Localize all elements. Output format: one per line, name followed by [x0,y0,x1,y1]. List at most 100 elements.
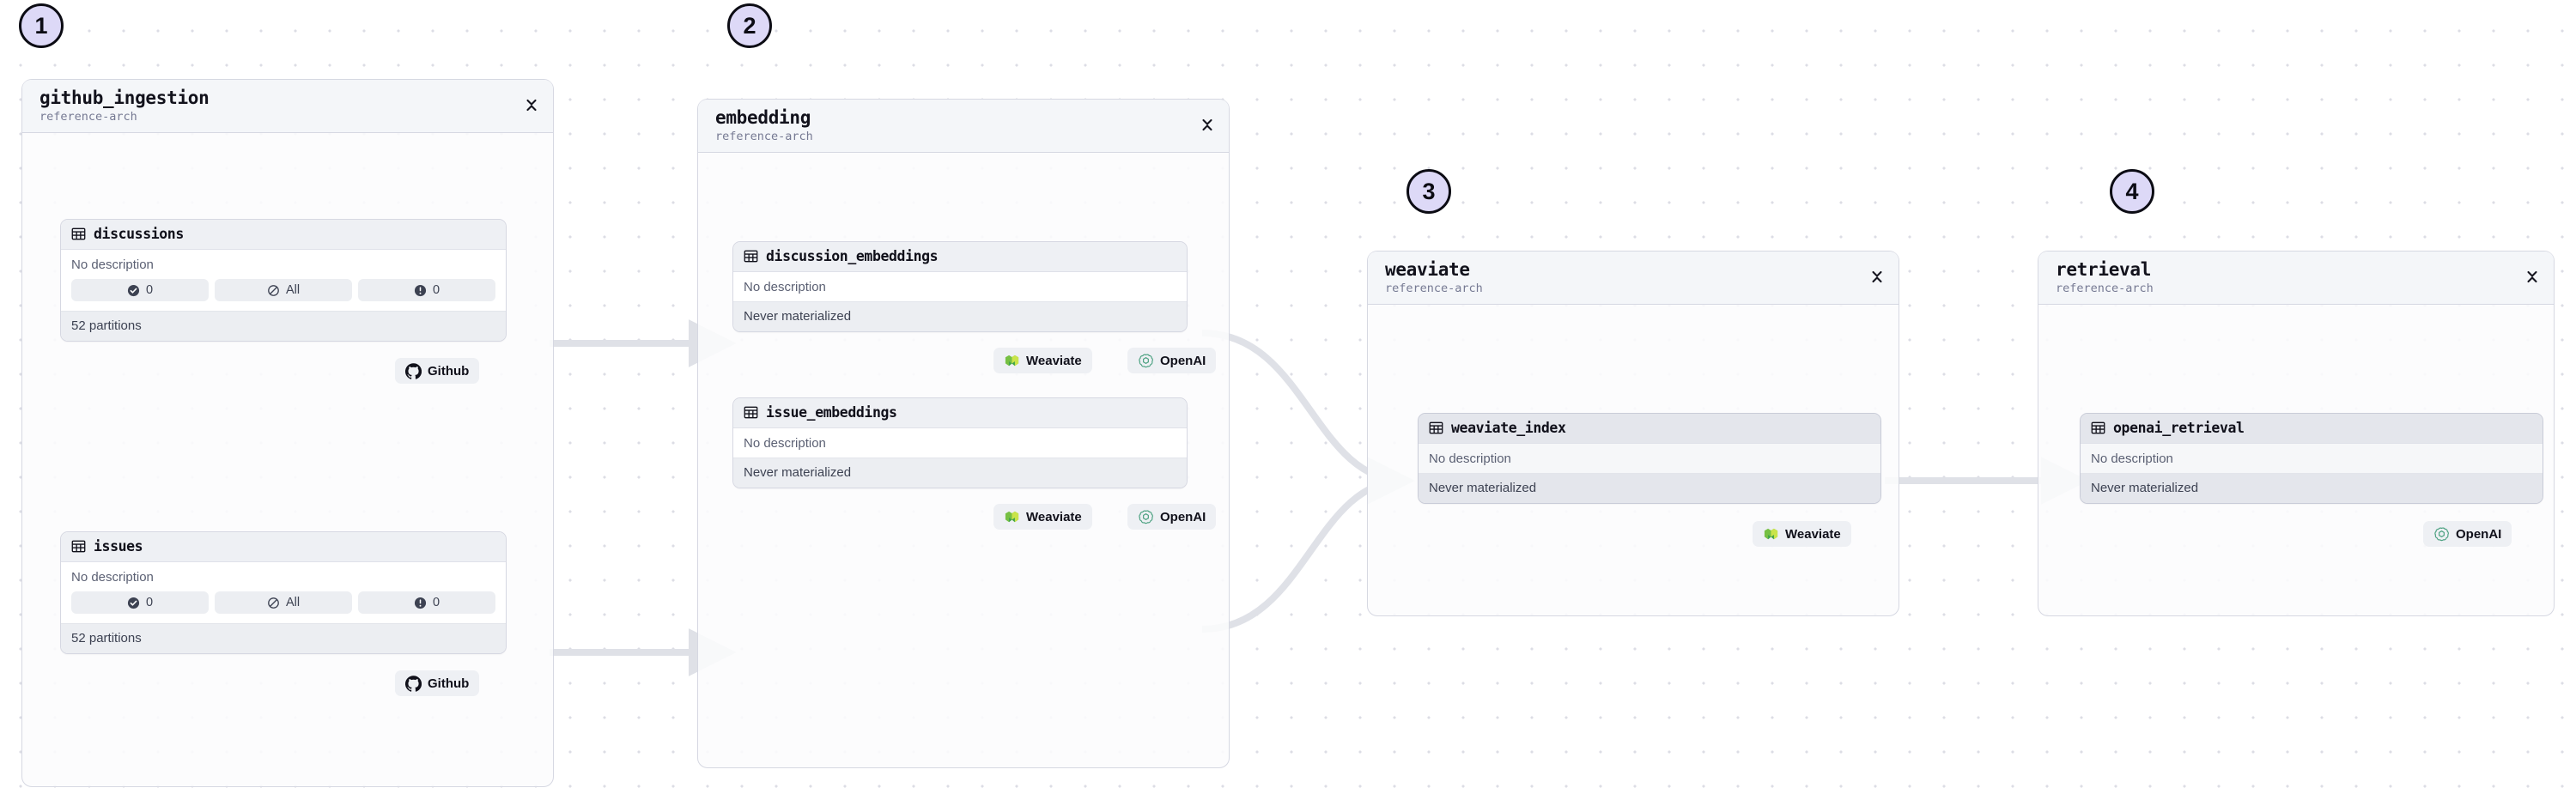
asset-header: weaviate_index [1419,414,1880,444]
weaviate-icon [1763,526,1779,542]
asset-name: issues [94,538,143,555]
tag-weaviate-weaviate-index[interactable]: Weaviate [1753,521,1851,547]
status-chip-label: 0 [432,283,440,297]
tag-openai-issue-embeddings[interactable]: OpenAI [1127,504,1217,530]
asset-footer: 52 partitions [61,623,506,653]
weaviate-icon [1004,353,1020,369]
table-icon [1429,421,1443,435]
asset-name: weaviate_index [1451,420,1566,436]
exclamation-circle-icon [414,597,427,609]
group-subtitle: reference-arch [1385,281,1483,295]
asset-name: discussion_embeddings [766,248,939,264]
annotation-badge-3: 3 [1406,169,1451,214]
annotation-label: 3 [1422,178,1436,204]
group-body: discussions No description 0 All [22,133,553,786]
annotation-label: 4 [2125,178,2139,204]
status-chip-failed[interactable]: 0 [358,279,495,301]
annotation-label: 2 [743,12,756,39]
tag-label: Github [428,676,470,691]
group-github-ingestion[interactable]: github_ingestion reference-arch [21,79,554,787]
status-chip-materialized[interactable]: 0 [71,591,209,614]
asset-status-row: 0 All 0 [61,591,506,623]
asset-footer: Never materialized [733,458,1187,488]
weaviate-icon [1004,509,1020,525]
tag-label: Weaviate [1026,509,1082,524]
asset-description: No description [61,250,506,279]
tag-label: Github [428,363,470,379]
tag-openai-discussion-embeddings[interactable]: OpenAI [1127,348,1217,373]
chevron-expand-icon[interactable] [1200,113,1215,136]
group-embedding[interactable]: embedding reference-arch [697,99,1230,768]
asset-header: issue_embeddings [733,398,1187,428]
asset-status-row: 0 All 0 [61,279,506,311]
annotation-badge-1: 1 [19,3,64,48]
asset-footer: 52 partitions [61,311,506,341]
asset-description: No description [2081,444,2543,473]
group-header[interactable]: retrieval reference-arch [2038,251,2554,305]
tag-weaviate-discussion-embeddings[interactable]: Weaviate [993,348,1092,373]
openai-icon [1138,353,1154,369]
asset-card-weaviate-index[interactable]: weaviate_index No description Never mate… [1418,413,1881,504]
asset-card-discussions[interactable]: discussions No description 0 All [60,219,507,342]
group-header[interactable]: weaviate reference-arch [1368,251,1899,305]
asset-card-openai-retrieval[interactable]: openai_retrieval No description Never ma… [2080,413,2543,504]
asset-name: discussions [94,226,184,242]
chevron-expand-icon[interactable] [524,94,539,116]
openai-icon [2433,526,2450,542]
status-chip-failed[interactable]: 0 [358,591,495,614]
tag-label: OpenAI [1160,353,1206,368]
chevron-expand-icon[interactable] [1869,265,1885,288]
group-header[interactable]: embedding reference-arch [698,100,1229,153]
group-subtitle: reference-arch [715,129,813,143]
group-title: github_ingestion [39,88,210,108]
asset-card-issue-embeddings[interactable]: issue_embeddings No description Never ma… [732,397,1188,488]
group-header[interactable]: github_ingestion reference-arch [22,80,553,133]
asset-card-discussion-embeddings[interactable]: discussion_embeddings No description Nev… [732,241,1188,332]
exclamation-circle-icon [414,284,427,297]
asset-header: issues [61,532,506,562]
group-subtitle: reference-arch [2056,281,2154,295]
status-chip-label: 0 [145,596,154,609]
asset-footer: Never materialized [1419,473,1880,503]
table-icon [744,249,758,264]
group-title: retrieval [2056,259,2152,280]
table-icon [71,539,86,554]
openai-icon [1138,509,1154,525]
table-icon [71,227,86,241]
group-body: weaviate_index No description Never mate… [1368,305,1899,615]
status-chip-label: 0 [145,283,154,297]
asset-description: No description [733,428,1187,458]
tag-weaviate-issue-embeddings[interactable]: Weaviate [993,504,1092,530]
annotation-label: 1 [34,12,48,39]
tag-github-issues[interactable]: Github [395,670,480,696]
annotation-badge-2: 2 [727,3,772,48]
tag-label: Weaviate [1785,526,1841,542]
annotation-badge-4: 4 [2110,169,2154,214]
github-icon [404,675,422,692]
asset-header: openai_retrieval [2081,414,2543,444]
asset-description: No description [733,272,1187,301]
status-chip-label: 0 [432,596,440,609]
tag-github-discussions[interactable]: Github [395,358,480,384]
asset-card-issues[interactable]: issues No description 0 All [60,531,507,654]
chevron-expand-icon[interactable] [2524,265,2540,288]
group-retrieval[interactable]: retrieval reference-arch [2038,251,2555,616]
status-chip-label: All [285,596,301,609]
tag-label: Weaviate [1026,353,1082,368]
asset-description: No description [1419,444,1880,473]
tag-openai-openai-retrieval[interactable]: OpenAI [2423,521,2512,547]
table-icon [2091,421,2105,435]
asset-header: discussions [61,220,506,250]
asset-name: issue_embeddings [766,404,897,421]
status-chip-missing[interactable]: All [215,279,352,301]
group-weaviate[interactable]: weaviate reference-arch [1367,251,1899,616]
asset-footer: Never materialized [2081,473,2543,503]
asset-footer: Never materialized [733,301,1187,331]
group-subtitle: reference-arch [39,109,137,124]
status-chip-label: All [285,283,301,297]
table-icon [744,405,758,420]
status-chip-missing[interactable]: All [215,591,352,614]
slash-circle-icon [267,284,280,297]
status-chip-materialized[interactable]: 0 [71,279,209,301]
